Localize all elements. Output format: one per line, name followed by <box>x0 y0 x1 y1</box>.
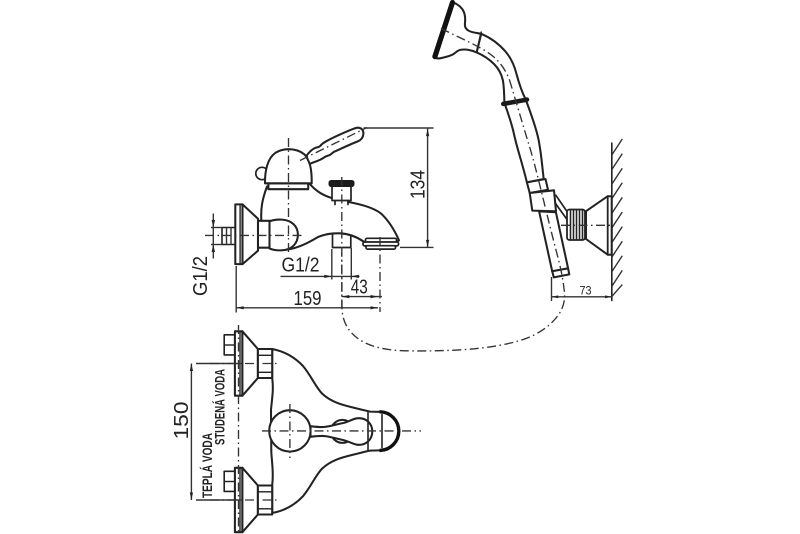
svg-text:43: 43 <box>351 276 368 298</box>
svg-text:159: 159 <box>294 288 322 310</box>
svg-text:G1/2: G1/2 <box>190 256 212 296</box>
svg-text:73: 73 <box>580 286 592 298</box>
svg-text:134: 134 <box>408 170 430 199</box>
svg-text:TEPLÁ VODA: TEPLÁ VODA <box>199 433 215 498</box>
svg-text:G1/2: G1/2 <box>282 255 320 277</box>
svg-text:150: 150 <box>171 402 193 440</box>
svg-text:STUDENÁ VODA: STUDENÁ VODA <box>211 369 227 445</box>
